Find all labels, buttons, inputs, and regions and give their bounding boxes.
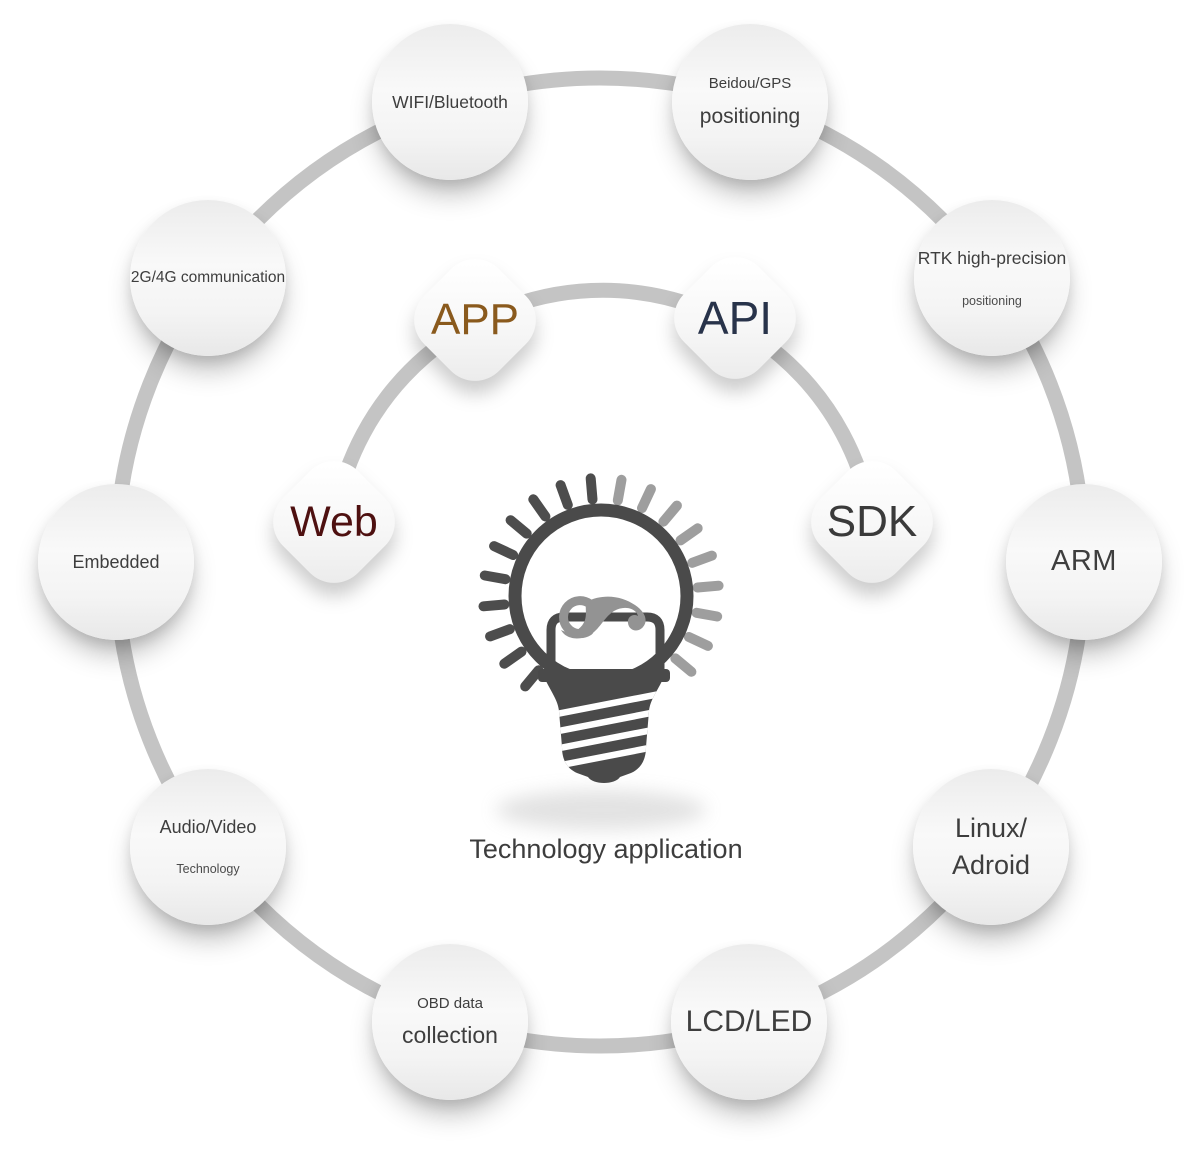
bulb-screw-threads	[546, 688, 662, 774]
node-label: Beidou/GPS	[708, 75, 792, 93]
bulb-ground-shadow	[496, 790, 706, 830]
node-arm: ARM	[1006, 484, 1162, 640]
node-label: ARM	[1051, 545, 1117, 578]
node-rtk-high-precision-positioning: RTK high-precision positioning	[914, 200, 1070, 356]
leaf-flourish-icon	[559, 596, 646, 639]
lightbulb-icon	[478, 473, 724, 783]
bulb-rays-dark	[478, 473, 598, 692]
node-label: positioning	[699, 104, 801, 128]
node-linux-adroid: Linux/ Adroid	[913, 769, 1069, 925]
node-api: API	[660, 243, 810, 393]
node-label: Embedded	[72, 551, 160, 572]
node-obd-data-collection: OBD data collection	[372, 944, 528, 1100]
node-2g-4g-communication: 2G/4G communication	[130, 200, 286, 356]
bulb-rays-light	[612, 474, 724, 677]
node-label: Linux/	[954, 813, 1028, 844]
node-audio-video-technology: Audio/Video Technology	[130, 769, 286, 925]
node-label: OBD data	[417, 995, 483, 1013]
node-label: LCD/LED	[685, 1004, 813, 1038]
node-label: Audio/Video	[159, 817, 257, 838]
diamond-shape: API	[660, 243, 810, 393]
node-label: APP	[430, 295, 520, 344]
node-label: SDK	[826, 497, 918, 546]
inner-ring-arc	[326, 282, 880, 524]
node-label: Web	[290, 497, 378, 546]
node-sdk: SDK	[797, 447, 947, 597]
node-web: Web	[259, 447, 409, 597]
diamond-shape: SDK	[797, 447, 947, 597]
node-label: API	[697, 292, 773, 344]
node-label: Adroid	[951, 850, 1031, 880]
node-embedded: Embedded	[38, 484, 194, 640]
bulb-screw-base	[546, 681, 662, 783]
node-label: Technology	[176, 862, 240, 877]
diagram-title: Technology application	[469, 834, 743, 864]
node-label: 2G/4G communication	[130, 269, 286, 287]
node-label: positioning	[962, 293, 1022, 308]
node-label: collection	[402, 1022, 498, 1049]
node-lcd-led: LCD/LED	[671, 944, 827, 1100]
node-label: RTK high-precision	[917, 247, 1067, 268]
node-beidou-gps-positioning: Beidou/GPS positioning	[672, 24, 828, 180]
diamond-shape: APP	[400, 245, 550, 395]
node-app: APP	[400, 245, 550, 395]
node-label: WIFI/Bluetooth	[392, 91, 508, 112]
node-wifi-bluetooth: WIFI/Bluetooth	[372, 24, 528, 180]
diamond-shape: Web	[259, 447, 409, 597]
bulb-neck-bar	[538, 669, 670, 682]
